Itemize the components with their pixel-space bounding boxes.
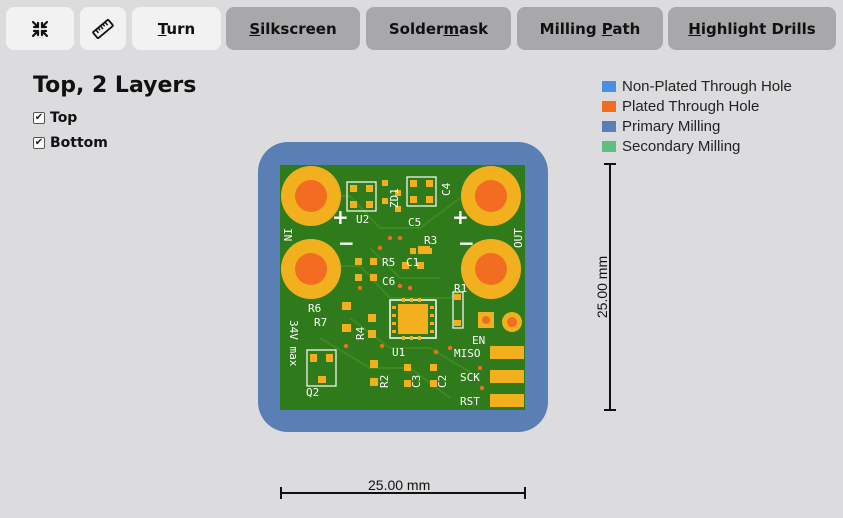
silk-label: C4 [440, 182, 453, 196]
silk-label: EN [472, 334, 485, 347]
view-title: Top, 2 Layers [33, 73, 197, 98]
drill-hole [475, 253, 507, 285]
u1-chip [389, 298, 437, 340]
silk-label: IN [281, 228, 294, 241]
silk-plus-out: + [452, 205, 469, 229]
silk-label: C5 [408, 216, 421, 229]
legend-label: Secondary Milling [622, 137, 741, 155]
mounting-pads [281, 166, 521, 299]
legend-label: Primary Milling [622, 117, 721, 135]
measure-ruler-button[interactable] [80, 7, 126, 50]
en-jumper [478, 312, 522, 332]
silk-label: Q2 [306, 386, 319, 399]
smd-pads [310, 180, 461, 387]
layer-label-bottom: Bottom [50, 135, 108, 151]
silk-label: SCK [460, 371, 480, 384]
silk-label: RST [460, 395, 480, 408]
checkbox-bottom[interactable]: ✔ [33, 137, 45, 149]
silk-label: 34V max [287, 320, 300, 367]
silk-outlines [306, 176, 464, 387]
width-dimension-label: 25.00 mm [368, 477, 431, 493]
drill-hole [475, 180, 507, 212]
layer-label-top: Top [50, 110, 78, 126]
silkscreen-labels: U2 ZD1 C4 C5 IN OUT R3 R5 C1 C6 R1 R6 R7… [281, 182, 525, 408]
polarity-marks: + + − − [332, 205, 475, 255]
silk-label: MISO [454, 347, 481, 360]
legend-label: Plated Through Hole [622, 97, 760, 115]
silk-label: ZD1 [388, 188, 401, 208]
fit-to-screen-button[interactable] [6, 7, 74, 50]
silk-minus-in: − [338, 231, 355, 255]
legend-item-primary-milling: Primary Milling [602, 116, 792, 136]
legend-item-pth: Plated Through Hole [602, 96, 792, 116]
silk-label: R2 [378, 375, 391, 388]
silk-label: R6 [308, 302, 321, 315]
pcb-board-view[interactable]: U2 ZD1 C4 C5 IN OUT R3 R5 C1 C6 R1 R6 R7… [250, 138, 550, 434]
silk-label: C6 [382, 275, 395, 288]
drill-hole [295, 180, 327, 212]
via-holes [343, 235, 485, 391]
silk-label: C3 [410, 375, 423, 388]
checkbox-top[interactable]: ✔ [33, 112, 45, 124]
silk-label: C1 [406, 256, 419, 269]
turn-button[interactable]: Turn [132, 7, 221, 50]
highlight-drills-button[interactable]: Highlight Drills [668, 7, 836, 50]
height-dimension-label: 25.00 mm [594, 255, 610, 319]
silk-label: R5 [382, 256, 395, 269]
silk-label: R1 [454, 282, 467, 295]
silkscreen-button[interactable]: Silkscreen [226, 7, 360, 50]
legend-label: Non-Plated Through Hole [622, 77, 792, 95]
legend-item-npth: Non-Plated Through Hole [602, 76, 792, 96]
milling-path-button[interactable]: Milling Path [517, 7, 663, 50]
soldermask-button[interactable]: Soldermask [366, 7, 511, 50]
spi-header-pads [490, 346, 524, 407]
legend-swatch [602, 80, 616, 92]
silk-label: C2 [436, 375, 449, 388]
legend-swatch [602, 120, 616, 132]
silk-label: U2 [356, 213, 369, 226]
silk-label: U1 [392, 346, 405, 359]
ruler-icon [92, 18, 114, 39]
layer-toggle-top[interactable]: ✔ Top [33, 110, 77, 126]
fit-to-screen-icon [31, 20, 49, 37]
silk-label: R3 [424, 234, 437, 247]
silk-label: R7 [314, 316, 327, 329]
drill-hole [295, 253, 327, 285]
silk-plus-in: + [332, 205, 349, 229]
legend-swatch [602, 140, 616, 152]
legend-item-secondary-milling: Secondary Milling [602, 136, 792, 156]
layer-toggle-bottom[interactable]: ✔ Bottom [33, 135, 108, 151]
legend-swatch [602, 100, 616, 112]
silk-label: OUT [512, 228, 525, 248]
silk-minus-out: − [458, 231, 475, 255]
legend: Non-Plated Through Hole Plated Through H… [602, 76, 792, 156]
silk-label: R4 [354, 326, 367, 340]
